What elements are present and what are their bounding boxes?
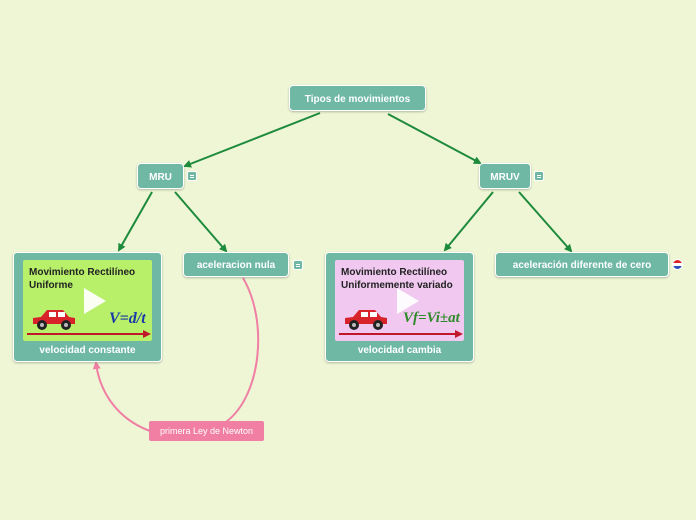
mruv-video-caption: velocidad cambia	[357, 345, 442, 356]
root-node[interactable]: Tipos de movimientos	[289, 85, 426, 111]
mruv-video-node[interactable]: Movimiento Rectilíneo Uniformemente vari…	[325, 252, 474, 362]
relation-label-text: primera Ley de Newton	[159, 426, 254, 436]
thumbnail-title-line1: Movimiento Rectilíneo	[341, 267, 448, 278]
relation-label[interactable]: primera Ley de Newton	[149, 421, 264, 441]
connector-mru-video	[118, 191, 153, 252]
connector-mru-text	[174, 191, 228, 253]
mruv-node-label: MRUV	[490, 172, 520, 183]
mru-video-node[interactable]: Movimiento Rectilíneo Uniforme V=d/t vel…	[13, 252, 162, 362]
thumbnail-title: Movimiento Rectilíneo Uniformemente vari…	[341, 266, 453, 292]
thumbnail-title-line2: Uniformemente variado	[341, 280, 453, 291]
aceleracion-nula-node[interactable]: aceleracion nula	[183, 252, 289, 277]
mru-video-caption: velocidad constante	[39, 345, 136, 356]
aceleracion-diferente-label: aceleración diferente de cero	[512, 260, 652, 271]
connector-root-mruv	[387, 113, 482, 164]
aceleracion-diferente-node[interactable]: aceleración diferente de cero	[495, 252, 669, 277]
relation-curve-arrow	[92, 361, 151, 432]
thumbnail-title: Movimiento Rectilíneo Uniforme	[29, 266, 135, 292]
formula-text: V=d/t	[109, 310, 146, 327]
axis-arrow	[339, 330, 463, 338]
play-icon[interactable]	[84, 288, 106, 314]
relation-curve	[225, 277, 260, 423]
root-node-label: Tipos de movimientos	[304, 94, 411, 105]
axis-arrow	[27, 330, 151, 338]
play-icon[interactable]	[397, 288, 419, 314]
thumbnail-title-line1: Movimiento Rectilíneo	[29, 267, 136, 278]
video-thumbnail[interactable]: Movimiento Rectilíneo Uniforme V=d/t	[23, 260, 152, 341]
formula-text: Vf=Vi±at	[403, 310, 460, 326]
car-icon	[33, 310, 75, 330]
mru-node-label: MRU	[149, 172, 172, 183]
note-icon[interactable]	[534, 171, 544, 181]
note-icon[interactable]	[293, 260, 303, 270]
flag-icon[interactable]	[672, 259, 683, 270]
connector-mruv-video	[443, 191, 494, 252]
aceleracion-nula-label: aceleracion nula	[196, 260, 276, 271]
thumbnail-title-line2: Uniforme	[29, 280, 73, 291]
mruv-node[interactable]: MRUV	[479, 163, 531, 189]
connector-root-mru	[183, 112, 321, 168]
car-icon	[345, 310, 387, 330]
connector-mruv-text	[518, 191, 573, 253]
mru-node[interactable]: MRU	[137, 163, 184, 189]
video-thumbnail[interactable]: Movimiento Rectilíneo Uniformemente vari…	[335, 260, 464, 341]
note-icon[interactable]	[187, 171, 197, 181]
